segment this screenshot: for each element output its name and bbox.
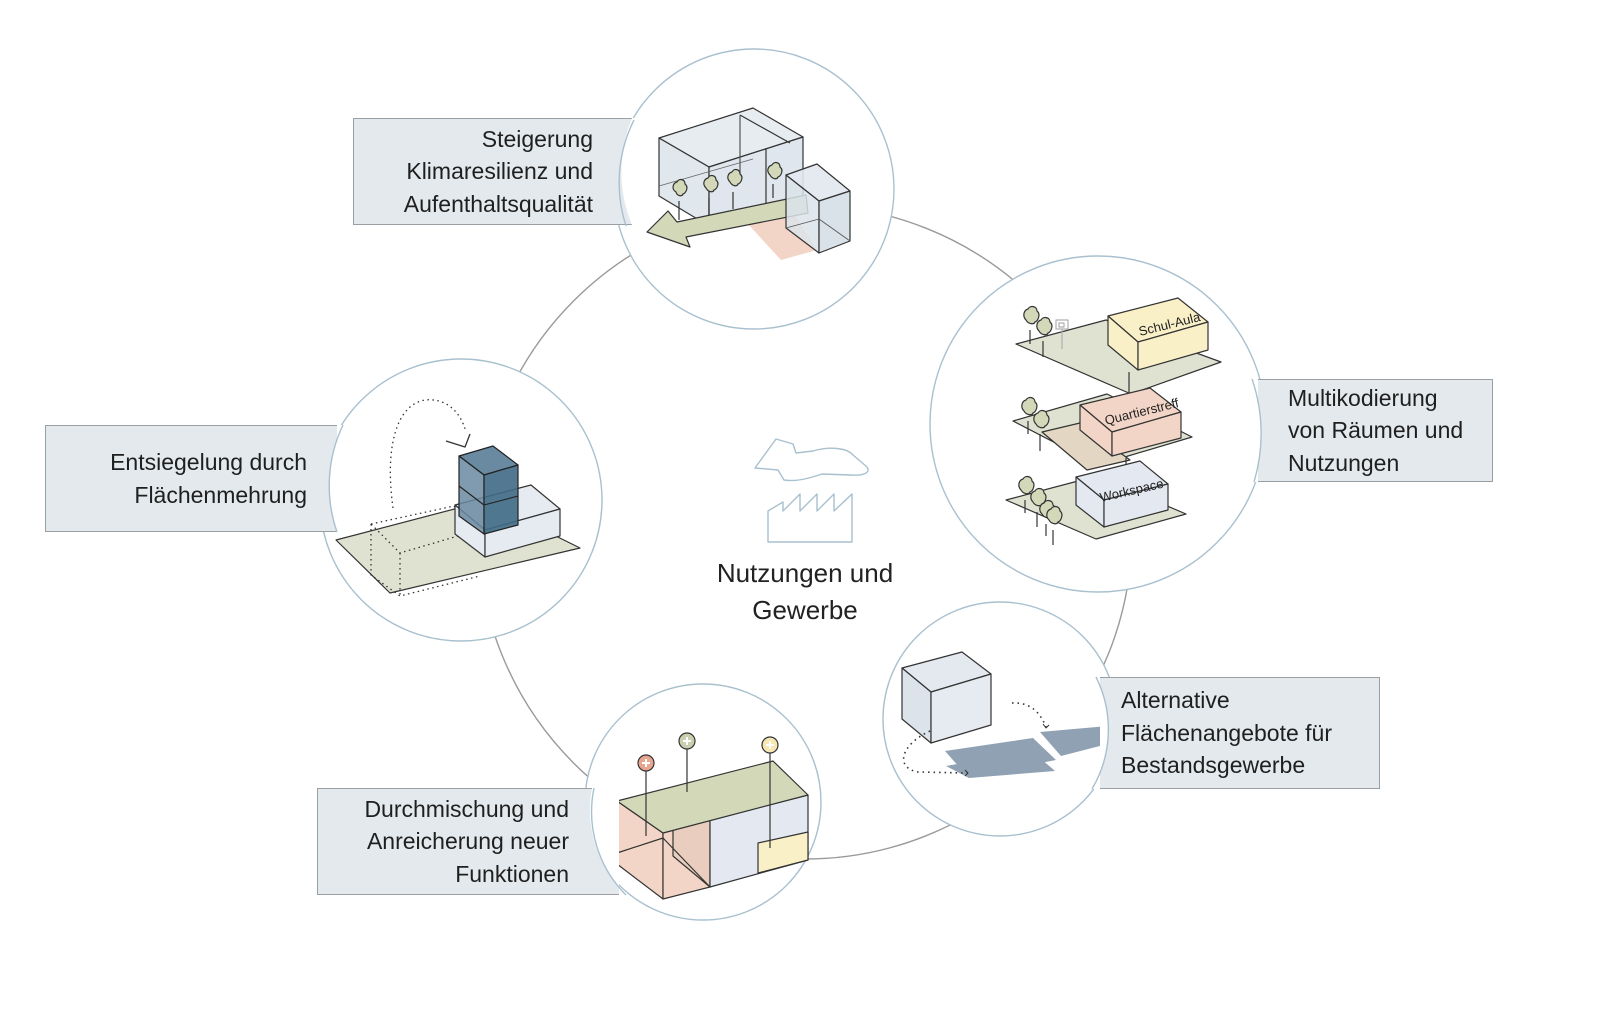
label-multikodierung: Multikodierung von Räumen und Nutzungen	[1258, 379, 1493, 482]
hand-icon	[754, 438, 869, 482]
hand-over-factory-icon	[754, 438, 869, 543]
illustration-entsiegelung	[335, 399, 581, 597]
ground-layer-top	[1015, 319, 1222, 395]
dotted-arrow-left	[902, 730, 968, 774]
tree-icon	[1023, 305, 1053, 357]
label-multikodierung-line-3: Nutzungen	[1288, 449, 1400, 476]
label-entsiegelung-line-1: Entsiegelung durch	[110, 449, 307, 475]
label-klima-line-1: Steigerung	[481, 125, 593, 152]
tree-icon	[672, 161, 783, 220]
label-entsiegelung: Entsiegelung durch Flächenmehrung	[45, 425, 337, 532]
illustration-klima	[646, 107, 851, 260]
label-durchmischung: Durchmischung und Anreicherung neuer Fun…	[317, 788, 619, 895]
label-multikodierung-line-2: von Räumen und	[1288, 417, 1464, 444]
center-title-line-2: Gewerbe	[752, 595, 858, 625]
illustration-durchmischung	[616, 732, 809, 900]
factory-icon	[767, 493, 853, 543]
label-klima-line-3: Aufenthaltsqualität	[403, 190, 593, 217]
label-durchmischung-line-3: Funktionen	[455, 860, 569, 887]
label-klima: Steigerung Klimaresilienz und Aufenthalt…	[353, 118, 635, 225]
dotted-arrow-right	[1011, 702, 1047, 728]
label-durchmischung-line-1: Durchmischung und	[364, 795, 569, 822]
illustration-multikodierung: Schul-Aula Quartierstreff Workspace	[1005, 297, 1222, 545]
label-durchmischung-line-2: Anreicherung neuer	[366, 828, 569, 855]
center-title-line-1: Nutzungen und	[716, 558, 894, 588]
tree-icon	[1018, 475, 1063, 545]
label-alternative-line-3: Bestandsgewerbe	[1121, 752, 1306, 779]
label-klima-line-2: Klimaresilienz und	[406, 158, 593, 185]
label-alternative: Alternative Flächenangebote für Bestands…	[1100, 677, 1380, 789]
label-alternative-line-2: Flächenangebote für	[1121, 719, 1332, 746]
center-title: Nutzungen und Gewerbe	[680, 555, 930, 629]
arrowhead-icon	[445, 433, 471, 448]
label-multikodierung-line-1: Multikodierung	[1288, 384, 1438, 411]
tree-icon	[1021, 396, 1050, 451]
plot-1	[945, 738, 1056, 777]
label-entsiegelung-line-2: Flächenmehrung	[134, 481, 307, 508]
label-alternative-line-1: Alternative	[1121, 687, 1230, 714]
green-roof	[616, 760, 809, 834]
illustration-alternative	[901, 651, 1127, 778]
basketball-hoop-icon	[1055, 319, 1069, 349]
